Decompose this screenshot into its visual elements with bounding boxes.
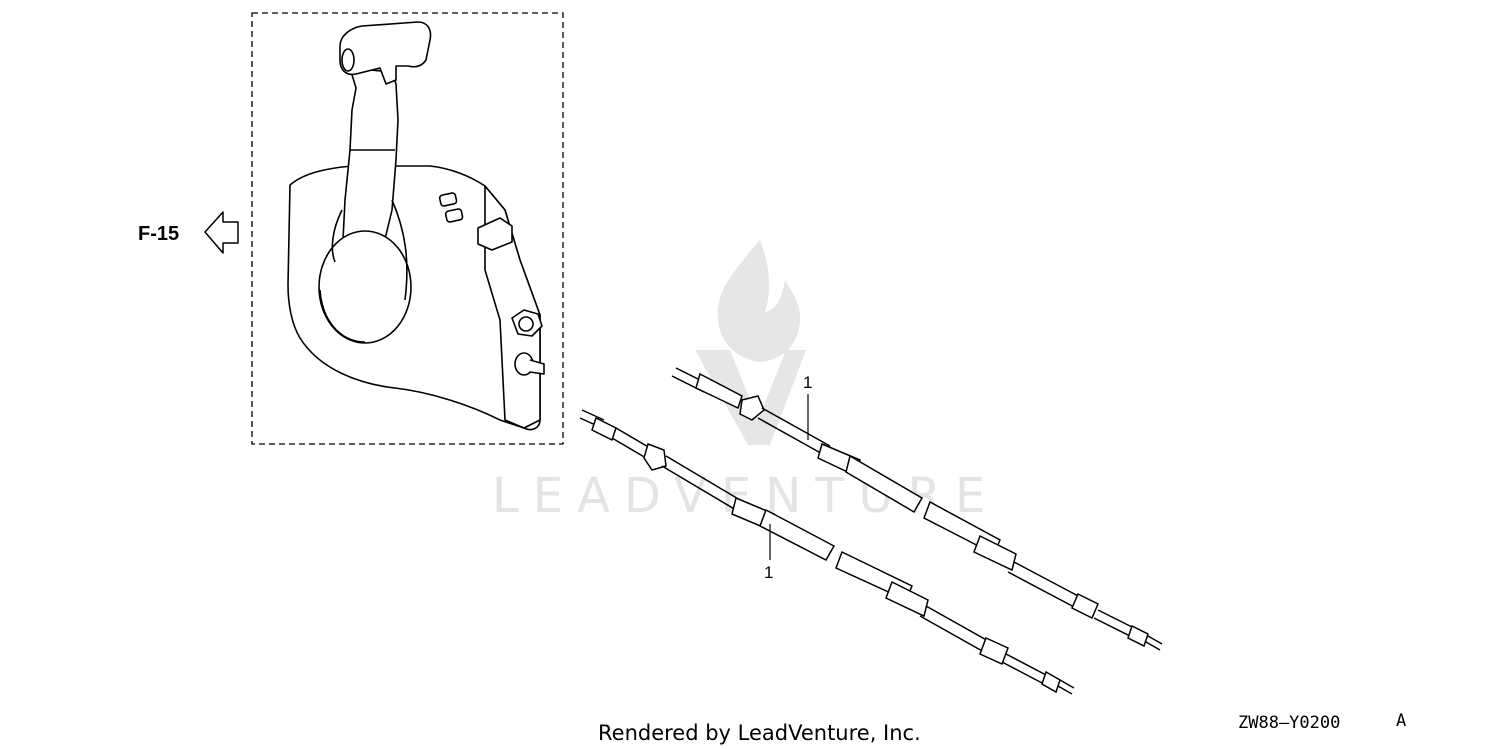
diagram-revision: A (1396, 711, 1406, 731)
arrow-left-outline-icon[interactable] (204, 211, 239, 254)
diagram-code: ZW88—Y0200 (1238, 713, 1340, 733)
reference-label[interactable]: F-15 (138, 223, 179, 245)
callout-part-1-lower[interactable]: 1 (764, 563, 773, 582)
footer-credit: Rendered by LeadVenture, Inc. (598, 721, 921, 745)
remote-control-box (287, 21, 545, 431)
callout-part-1-upper[interactable]: 1 (803, 373, 812, 392)
flame-v-logo-icon (695, 240, 806, 445)
control-cable-upper (671, 367, 1163, 651)
assembly-dashed-frame (251, 12, 564, 445)
